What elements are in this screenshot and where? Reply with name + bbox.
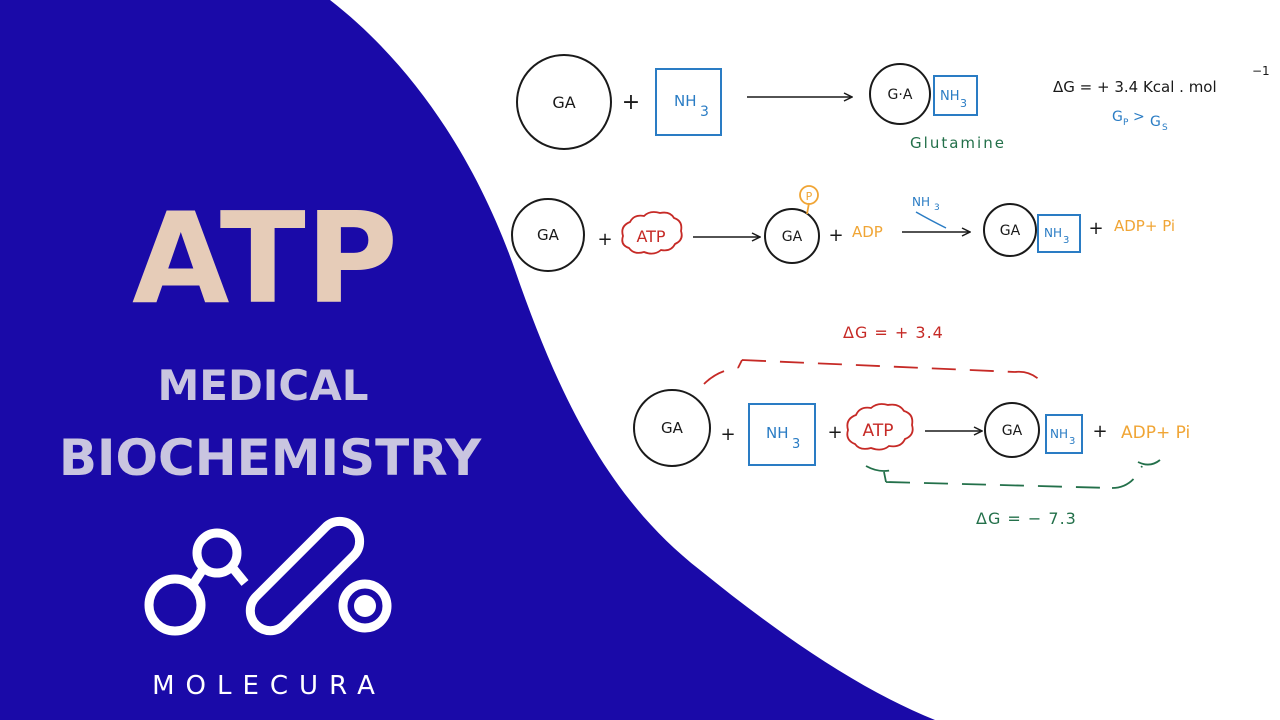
adp-label: ADP	[852, 223, 883, 241]
nh3-product-box	[1045, 414, 1083, 454]
byproducts-label: ADP+ Pi	[1114, 217, 1175, 235]
reaction-row-3: ΔG = + 3.4 GA + NH 3 + ATP GA NH 3 + ADP…	[633, 323, 1190, 528]
ga-circle	[633, 389, 711, 467]
ga-circle	[511, 198, 585, 272]
ga-intermediate-circle	[764, 208, 820, 264]
arrow-nh3-label: NH	[912, 195, 930, 209]
gs-subscript: S	[1162, 123, 1168, 133]
ga-label: GA	[552, 93, 575, 112]
phosphate-circle	[799, 185, 819, 205]
nh3-product-subscript: 3	[1063, 235, 1069, 246]
atp-label: ATP	[636, 227, 665, 246]
byproducts-label: ADP+ Pi	[1121, 423, 1190, 443]
nh3-product-subscript: 3	[1069, 436, 1075, 447]
arrow-nh3-subscript: 3	[934, 203, 940, 213]
delta-g-bottom: ΔG = − 7.3	[976, 509, 1077, 528]
ga-circle	[516, 54, 612, 150]
plus-sign: +	[827, 422, 842, 443]
reaction-row-2: GA + ATP GA P + ADP NH 3 GA NH 3 + ADP+ …	[511, 185, 1175, 272]
plus-sign: +	[720, 424, 735, 445]
nh3-product-subscript: 3	[960, 97, 967, 110]
ga-product-label: GA	[1002, 423, 1023, 439]
brand-title: ATP	[132, 185, 398, 332]
delta-g-row1-superscript: −1	[1252, 64, 1270, 78]
nh3-box	[655, 68, 722, 136]
brand-panel	[0, 0, 935, 720]
atp-label: ATP	[863, 421, 894, 441]
nh3-product-label: NH	[1044, 226, 1062, 240]
brand-logo-text: MOLECURA	[152, 671, 386, 701]
nh3-product-box	[933, 75, 978, 116]
ga-product-circle	[984, 402, 1040, 458]
nh3-product-label: NH	[940, 89, 960, 104]
atp-cloud	[846, 403, 914, 451]
delta-g-top: ΔG = + 3.4	[843, 323, 944, 342]
nh3-box	[748, 403, 816, 466]
nh3-label: NH	[674, 92, 697, 110]
plus-sign: +	[597, 229, 612, 250]
phosphate-label: P	[806, 190, 813, 203]
plus-sign: +	[828, 225, 843, 246]
plus-sign: +	[622, 90, 640, 115]
gp-gs-relation: >	[1133, 109, 1145, 125]
nh3-hook	[915, 211, 947, 229]
plus-sign: +	[1092, 421, 1107, 442]
reaction-row-1: GA + NH 3 G·A NH 3 Glutamine ΔG = + 3.4 …	[516, 54, 1270, 152]
ga-label: GA	[661, 419, 684, 437]
ga-label: GA	[537, 226, 560, 244]
gp-subscript: P	[1123, 118, 1129, 128]
gp-label: G	[1112, 109, 1123, 125]
atp-cloud	[621, 211, 683, 255]
delta-g-row1: ΔG = + 3.4 Kcal . mol	[1053, 78, 1217, 96]
ga-intermediate-label: GA	[782, 229, 803, 245]
brand-subtitle-line2: BIOCHEMISTRY	[59, 429, 482, 487]
gs-label: G	[1150, 114, 1161, 130]
nh3-product-label: NH	[1050, 427, 1068, 441]
exergonic-bracket	[865, 459, 1161, 489]
ga-product-label: G·A	[888, 87, 913, 103]
nh3-subscript: 3	[792, 437, 800, 452]
endergonic-bracket	[703, 359, 1046, 387]
nh3-label: NH	[766, 424, 789, 442]
nh3-product-box	[1037, 214, 1081, 253]
molecura-logo-icon	[144, 516, 392, 636]
nh3-subscript: 3	[700, 104, 709, 120]
ga-product-circle	[983, 203, 1037, 257]
ga-product-label: GA	[1000, 223, 1021, 239]
product-name: Glutamine	[910, 134, 1006, 152]
brand-subtitle-line1: MEDICAL	[157, 361, 368, 410]
ga-product-circle	[869, 63, 931, 125]
plus-sign: +	[1088, 218, 1103, 239]
